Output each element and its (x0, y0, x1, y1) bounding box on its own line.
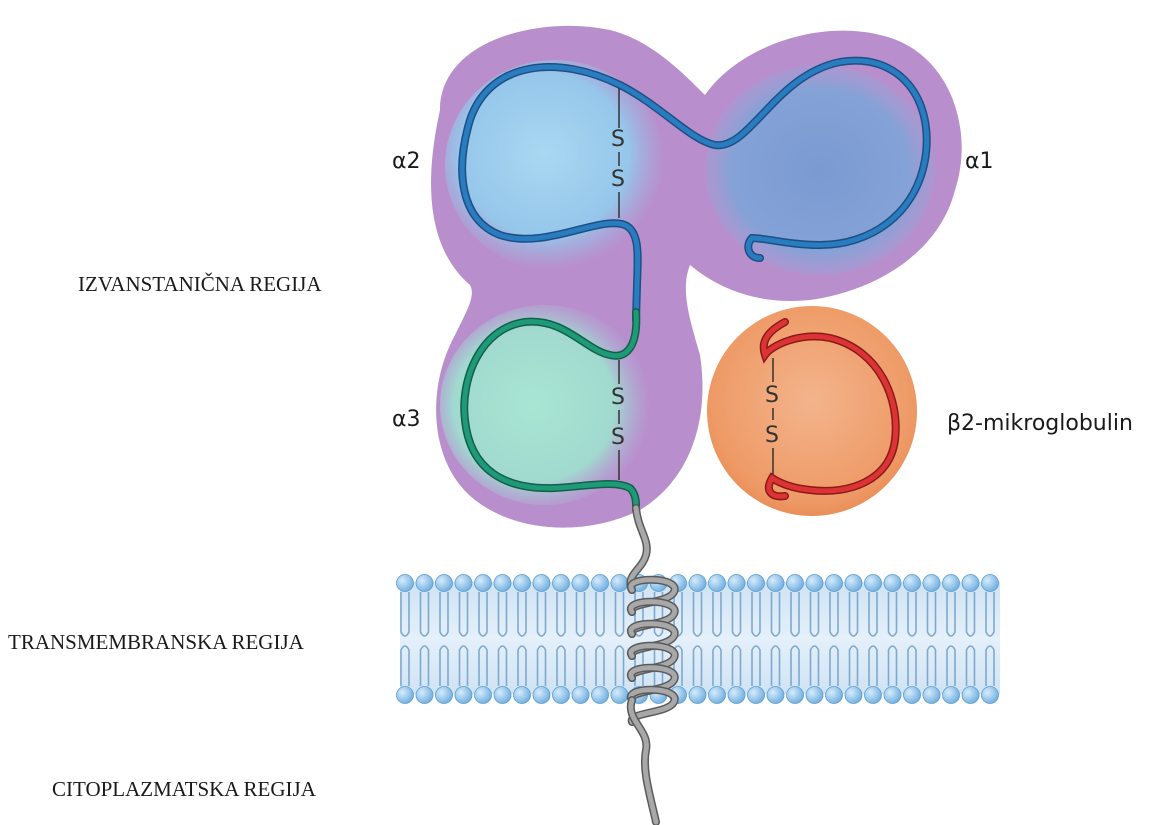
lipid-head-inner (982, 687, 999, 704)
lipid-head-inner (611, 687, 628, 704)
lipid-head-outer (397, 575, 414, 592)
lipid-head-outer (904, 575, 921, 592)
alpha1-label: α1 (965, 149, 994, 174)
lipid-head-outer (611, 575, 628, 592)
lipid-head-outer (455, 575, 472, 592)
lipid-head-inner (962, 687, 979, 704)
cytoplasmic-region-label: CITOPLAZMATSKA REGIJA (52, 777, 317, 801)
lipid-heads-outer (397, 575, 999, 592)
transmembrane-region-label: TRANSMEMBRANSKA REGIJA (8, 630, 305, 654)
lipid-head-outer (475, 575, 492, 592)
lipid-head-outer (709, 575, 726, 592)
lipid-head-inner (806, 687, 823, 704)
lipid-head-outer (826, 575, 843, 592)
lipid-head-inner (455, 687, 472, 704)
lipid-head-outer (592, 575, 609, 592)
lipid-head-inner (884, 687, 901, 704)
alpha2-sulfur-1: S (611, 127, 625, 152)
alpha3-sulfur-1: S (611, 385, 625, 410)
lipid-head-inner (397, 687, 414, 704)
lipid-head-outer (514, 575, 531, 592)
lipid-head-inner (865, 687, 882, 704)
lipid-head-outer (416, 575, 433, 592)
lipid-head-outer (845, 575, 862, 592)
lipid-head-inner (787, 687, 804, 704)
lipid-head-outer (962, 575, 979, 592)
cell-membrane (397, 575, 1001, 704)
lipid-head-inner (533, 687, 550, 704)
alpha2-sulfur-2: S (611, 167, 625, 192)
lipid-head-outer (728, 575, 745, 592)
lipid-head-outer (982, 575, 999, 592)
lipid-head-inner (826, 687, 843, 704)
lipid-head-outer (436, 575, 453, 592)
alpha3-label: α3 (392, 407, 421, 432)
lipid-head-outer (572, 575, 589, 592)
lipid-head-outer (787, 575, 804, 592)
lipid-head-inner (475, 687, 492, 704)
lipid-head-inner (904, 687, 921, 704)
lipid-head-inner (767, 687, 784, 704)
beta2m-sulfur-2: S (765, 423, 779, 448)
lipid-head-outer (884, 575, 901, 592)
lipid-head-inner (689, 687, 706, 704)
alpha3-sulfur-2: S (611, 425, 625, 450)
lipid-head-inner (514, 687, 531, 704)
lipid-head-inner (416, 687, 433, 704)
lipid-head-inner (728, 687, 745, 704)
lipid-head-inner (923, 687, 940, 704)
lipid-head-inner (748, 687, 765, 704)
lipid-head-inner (845, 687, 862, 704)
lipid-heads-inner (397, 687, 999, 704)
lipid-head-inner (592, 687, 609, 704)
lipid-head-outer (748, 575, 765, 592)
lipid-head-inner (709, 687, 726, 704)
lipid-head-inner (572, 687, 589, 704)
lipid-head-outer (865, 575, 882, 592)
lipid-head-outer (533, 575, 550, 592)
lipid-head-outer (943, 575, 960, 592)
lipid-head-inner (436, 687, 453, 704)
lipid-head-outer (689, 575, 706, 592)
lipid-head-outer (553, 575, 570, 592)
beta2m-label: β2-mikroglobulin (947, 411, 1133, 436)
lipid-head-outer (767, 575, 784, 592)
tail-lower-highlight (631, 700, 656, 822)
lipid-head-outer (494, 575, 511, 592)
beta2m-sulfur-1: S (765, 383, 779, 408)
lipid-head-inner (943, 687, 960, 704)
membrane-core (400, 582, 1000, 694)
lipid-head-inner (494, 687, 511, 704)
alpha2-label: α2 (392, 149, 421, 174)
lipid-head-outer (806, 575, 823, 592)
lipid-head-outer (923, 575, 940, 592)
lipid-head-inner (553, 687, 570, 704)
extracellular-region-label: IZVANSTANIČNA REGIJA (78, 272, 322, 296)
beta2-microglobulin: S S (707, 306, 917, 516)
